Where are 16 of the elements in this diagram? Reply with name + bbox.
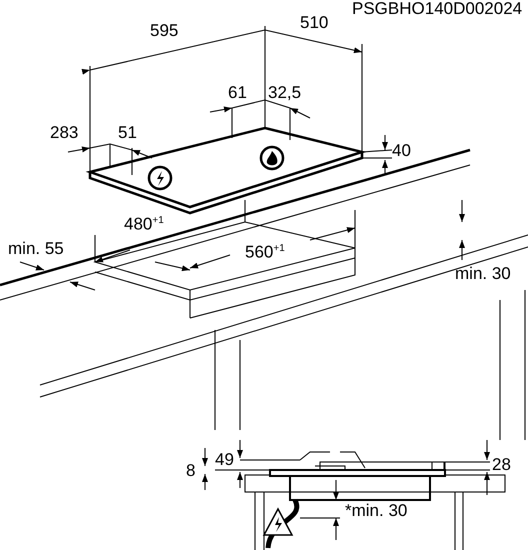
dimension-label: 8 bbox=[186, 462, 196, 480]
dimension-label: 480$^{+1}$ bbox=[124, 214, 164, 234]
dimension-label: min. 30 bbox=[455, 265, 511, 283]
dimension-label: 61 bbox=[228, 84, 247, 102]
dimension-label: 560$^{+1}$ bbox=[245, 242, 285, 262]
dimension-label: *min. 30 bbox=[345, 502, 408, 520]
dimension-label: 595 bbox=[150, 22, 178, 40]
dimension-label: 510 bbox=[300, 14, 328, 32]
dimension-label: 40 bbox=[392, 142, 411, 160]
dimension-label: 49 bbox=[215, 451, 234, 469]
dimension-label: 283 bbox=[50, 124, 78, 142]
dimension-label: min. 55 bbox=[8, 240, 64, 258]
drawing-number: PSGBHO140D002024 bbox=[352, 0, 522, 18]
dimension-label: 28 bbox=[492, 456, 511, 474]
dimension-label: 32,5 bbox=[268, 84, 302, 102]
dimension-label: 51 bbox=[118, 124, 137, 142]
